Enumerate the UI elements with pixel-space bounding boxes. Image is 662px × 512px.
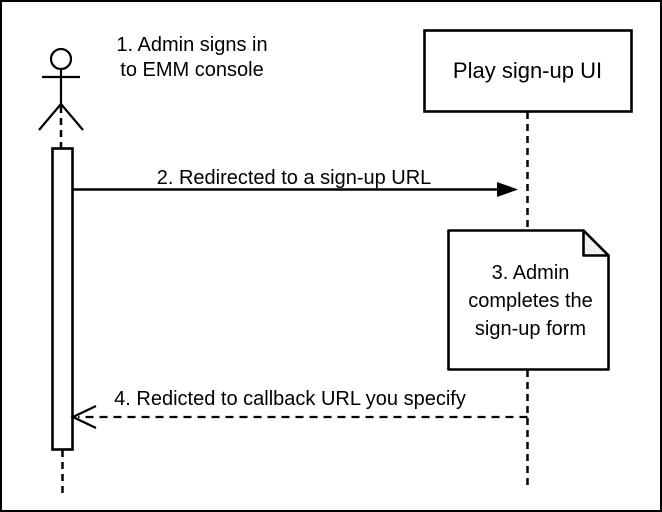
note-fold-corner <box>582 229 610 257</box>
message-4-arrow <box>70 404 528 430</box>
note-label-line3: sign-up form <box>474 318 587 340</box>
actor-icon <box>38 47 84 131</box>
note-label-line2: completes the <box>468 290 593 312</box>
play-signup-box <box>423 29 633 113</box>
actor-label: 1. Admin signs in to EMM console <box>90 33 294 83</box>
activation-bar <box>51 147 74 451</box>
message-2-label: 2. Redirected to a sign-up URL <box>156 167 432 189</box>
note-label-line1: 3. Admin <box>491 262 570 284</box>
message-4-label: 4. Redicted to callback URL you specify <box>114 388 466 410</box>
actor-label-line1: 1. Admin signs in <box>116 34 268 56</box>
note-shape <box>447 229 610 371</box>
play-signup-box-label: Play sign-up UI <box>452 58 603 83</box>
actor-label-line2: to EMM console <box>120 59 264 81</box>
message-2-arrow <box>72 182 518 197</box>
note-label: 3. Admin completes the sign-up form <box>450 259 611 343</box>
